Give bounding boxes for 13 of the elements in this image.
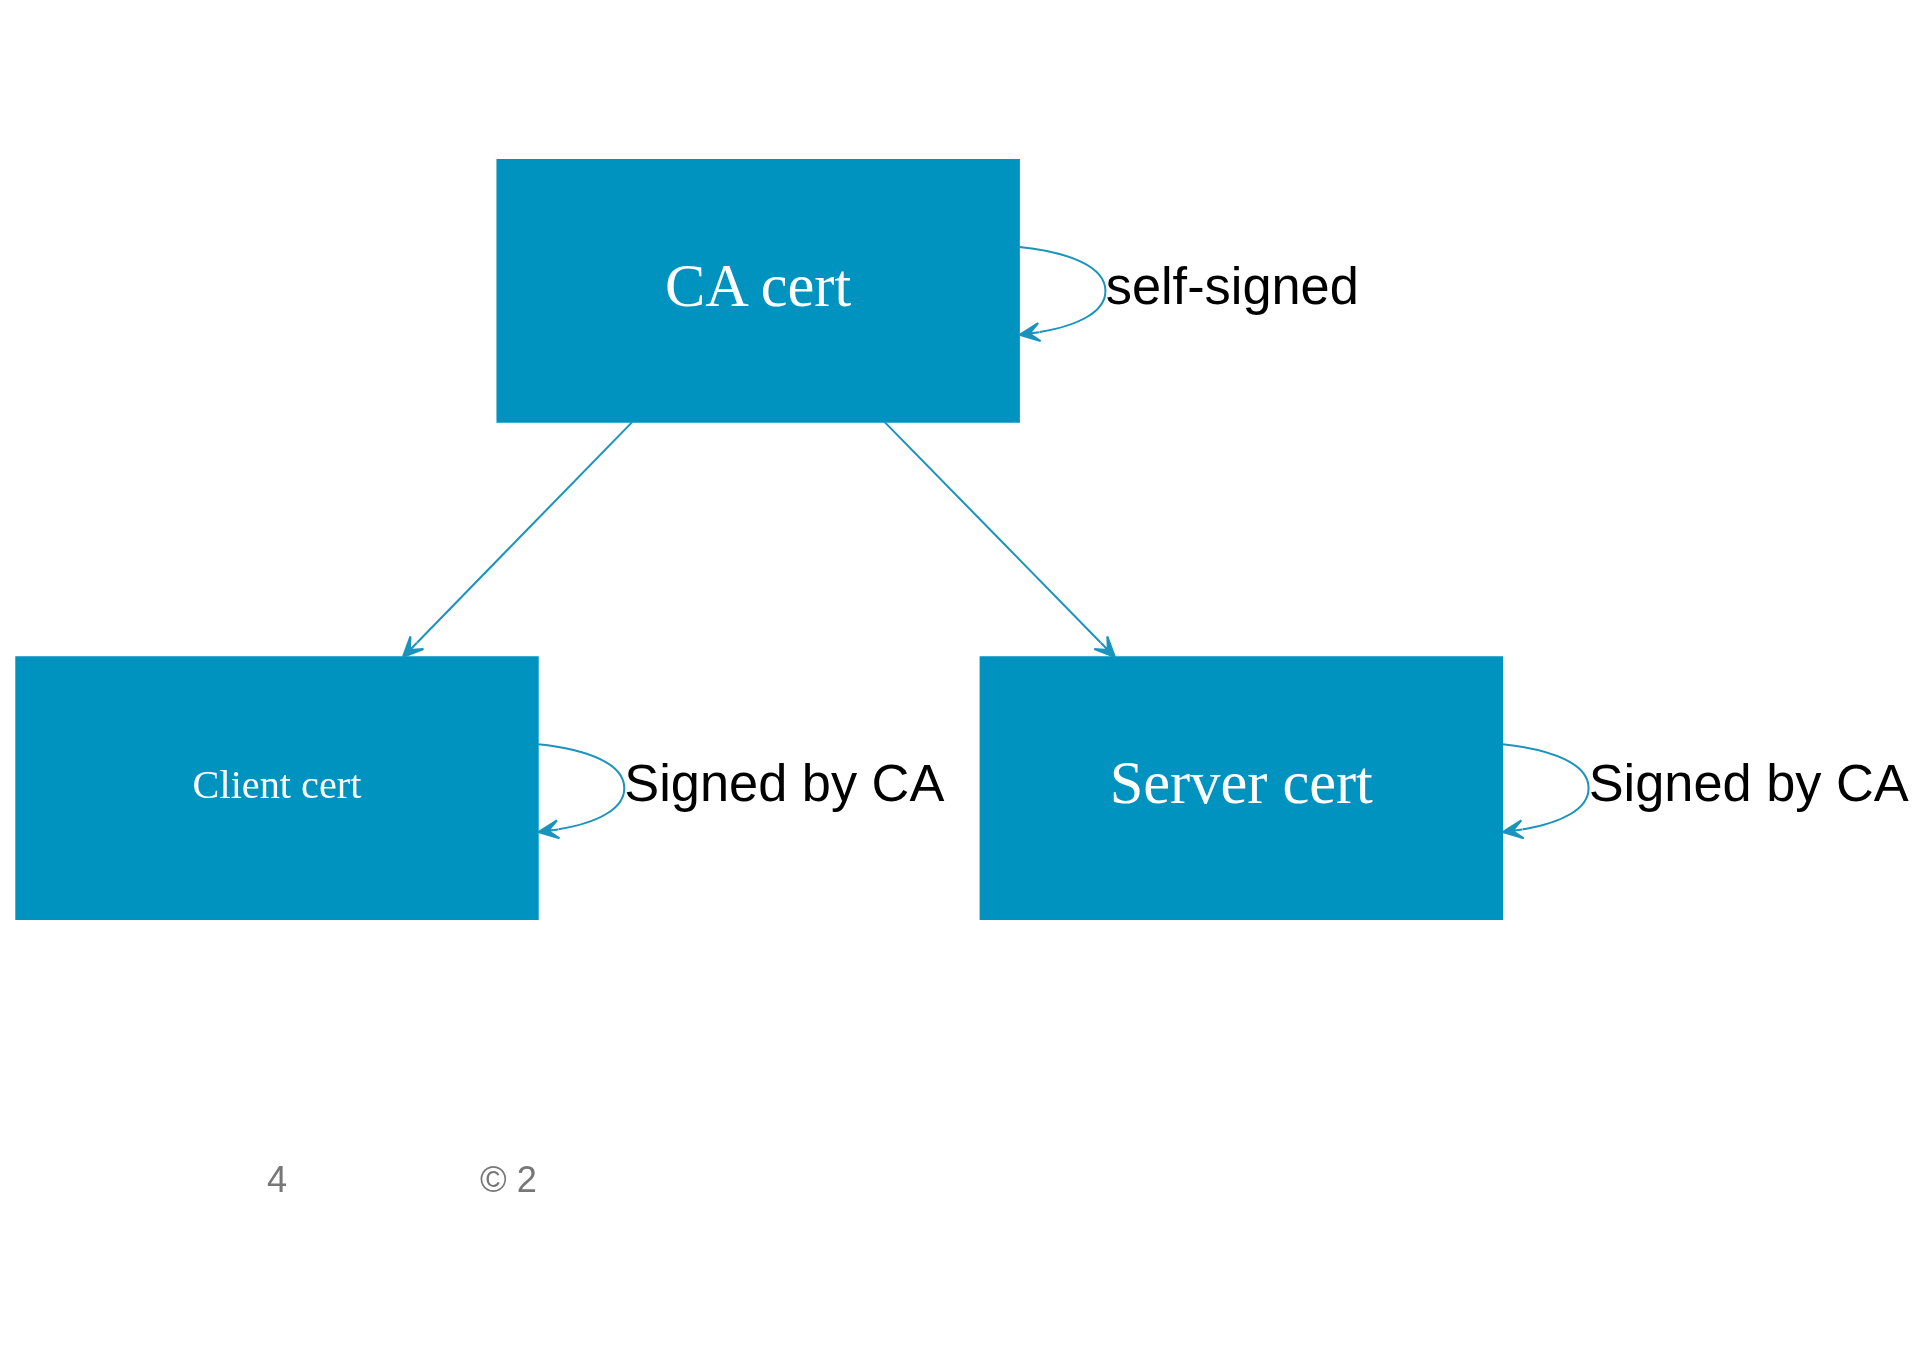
node-box: Client cert	[15, 655, 539, 920]
arrow	[537, 742, 626, 839]
edge-label: Signed by CA	[624, 753, 945, 812]
arrow	[1501, 742, 1590, 839]
node-box: CA cert	[496, 158, 1020, 423]
label: © 2	[480, 1158, 537, 1200]
arrow	[1018, 245, 1107, 342]
node-box: Server cert	[979, 655, 1504, 920]
arrow	[401, 420, 634, 658]
edge-label: Signed by CA	[1588, 753, 1909, 812]
label: 4	[266, 1158, 288, 1200]
arrow	[883, 420, 1116, 658]
edge-label: self-signed	[1105, 256, 1359, 315]
